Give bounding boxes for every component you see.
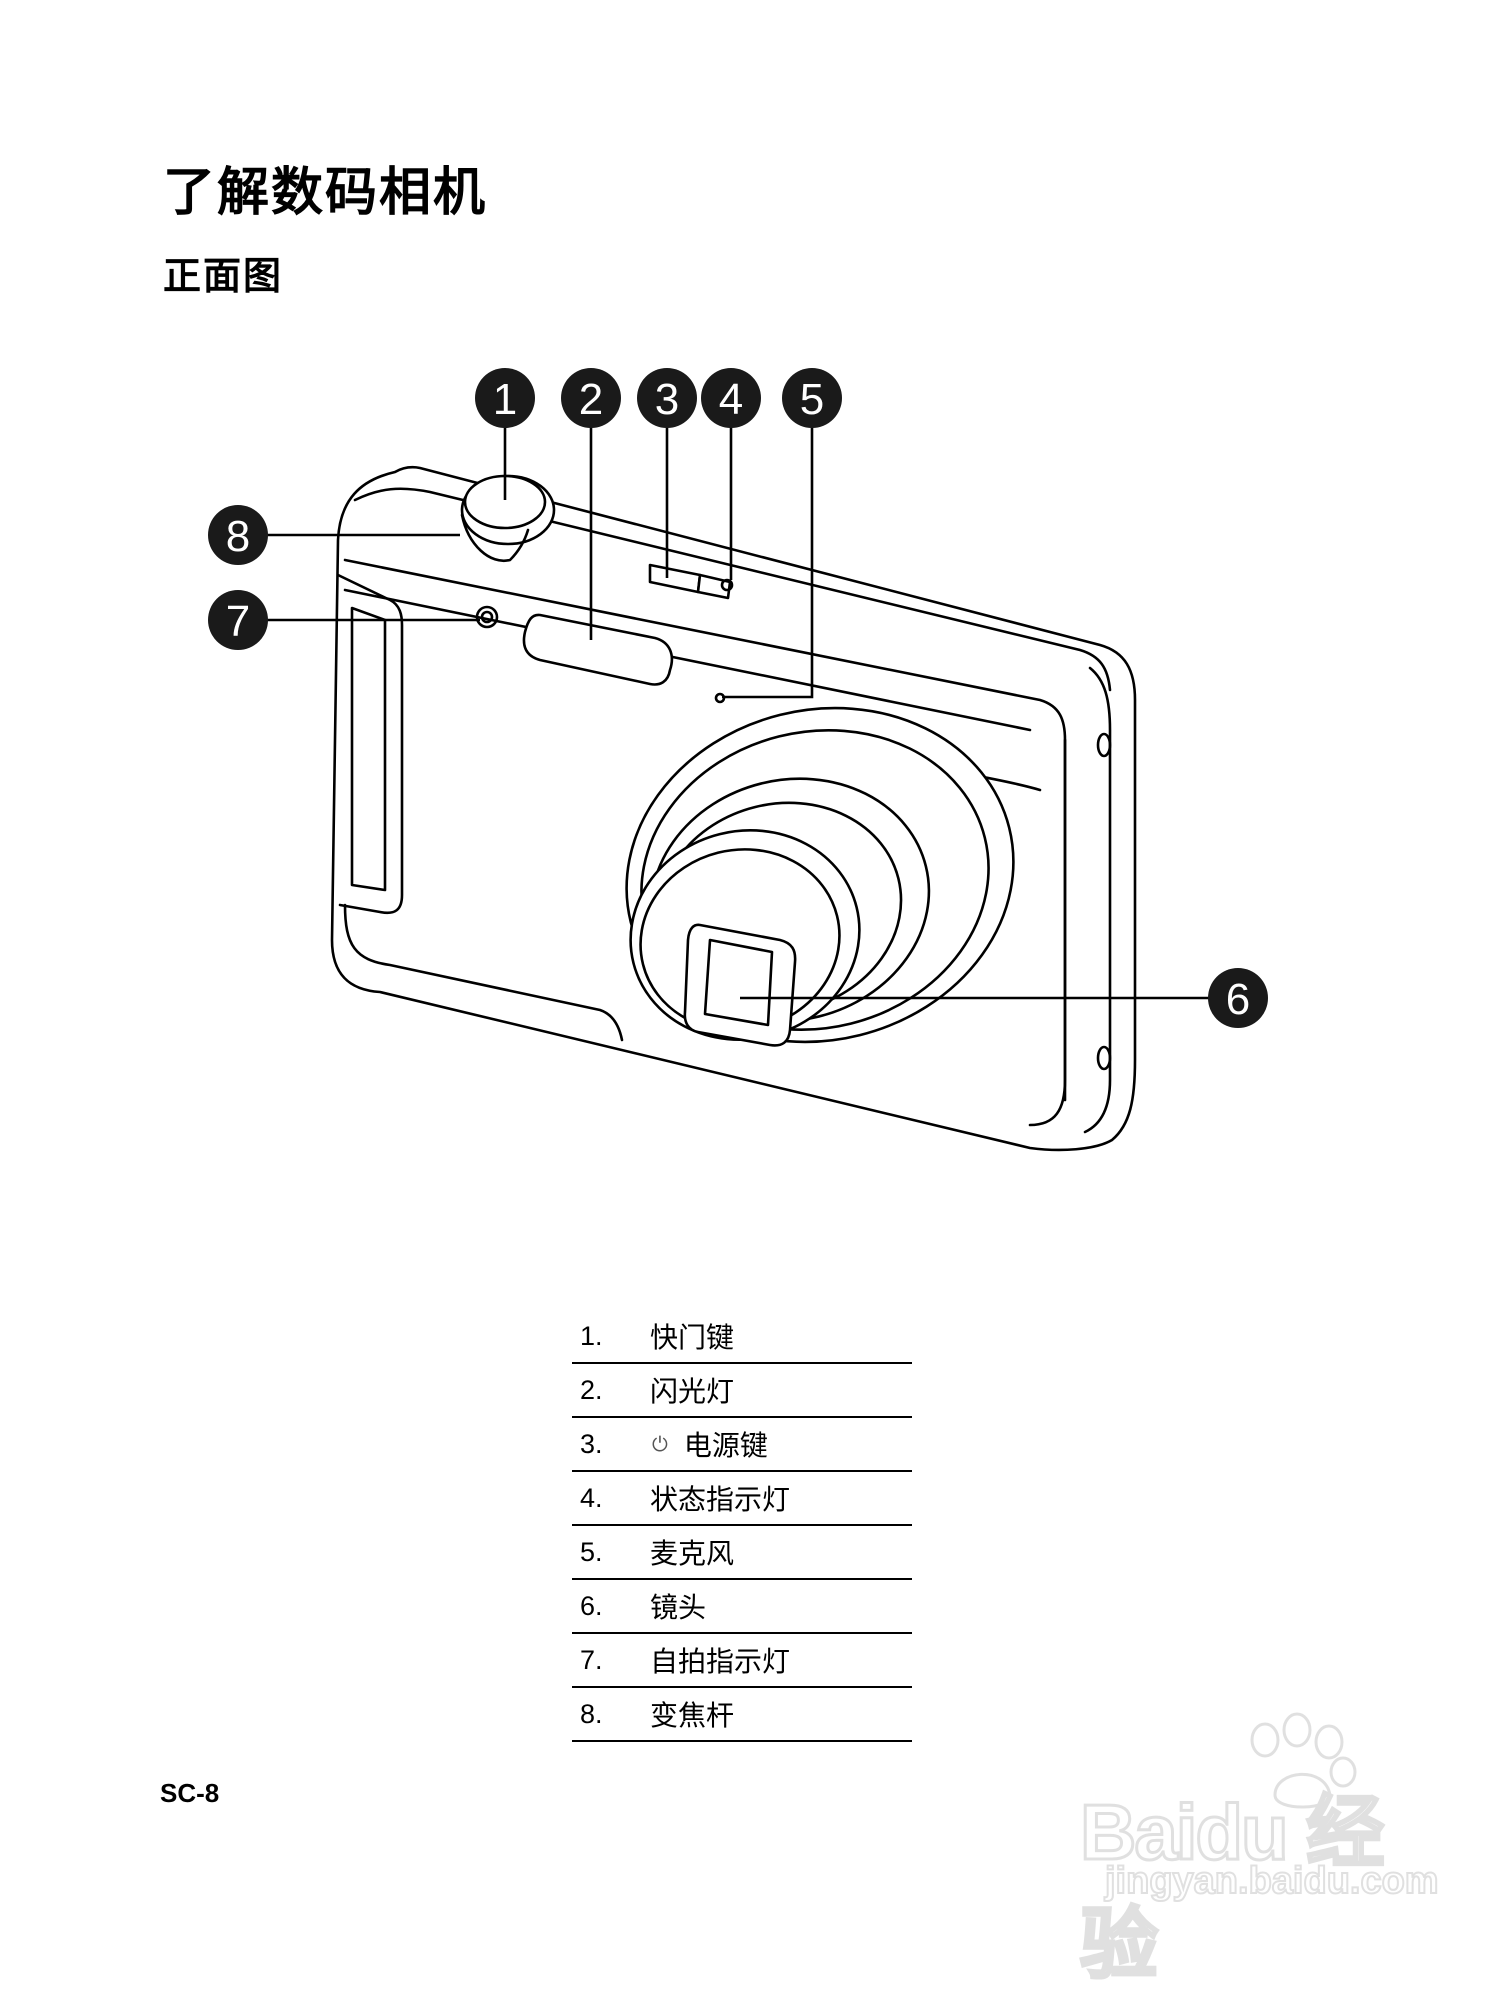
item-label: 镜头 (650, 1591, 707, 1624)
item-number: 1. (580, 1320, 603, 1351)
item-number: 7. (580, 1644, 603, 1675)
svg-text:6: 6 (1226, 975, 1250, 1024)
list-item: 8. 变焦杆 (572, 1688, 912, 1742)
item-label: 自拍指示灯 (650, 1645, 791, 1678)
list-item: 1. 快门键 (572, 1310, 912, 1364)
callout-6: 6 (1208, 968, 1268, 1028)
item-number: 4. (580, 1482, 603, 1513)
list-item: 3. ⏻ 电源键 (572, 1418, 912, 1472)
item-number: 6. (580, 1590, 603, 1621)
parts-list: 1. 快门键 2. 闪光灯 3. ⏻ 电源键 4. 状态指示灯 5. 麦克风 6… (572, 1310, 912, 1742)
item-number: 5. (580, 1536, 603, 1567)
callout-5: 5 (782, 368, 842, 428)
baidu-watermark: Baidu 经验 jingyan.baidu.com (1075, 1700, 1455, 1990)
section-subtitle: 正面图 (163, 254, 284, 298)
callout-3: 3 (637, 368, 697, 428)
item-number: 3. (580, 1428, 603, 1459)
item-number: 2. (580, 1374, 603, 1405)
list-item: 7. 自拍指示灯 (572, 1634, 912, 1688)
item-number: 8. (580, 1698, 603, 1729)
item-label: 状态指示灯 (650, 1483, 791, 1516)
camera-body (330, 465, 1137, 1152)
item-label: 闪光灯 (650, 1375, 735, 1408)
list-item: 2. 闪光灯 (572, 1364, 912, 1418)
callout-1: 1 (475, 368, 535, 428)
page-title: 了解数码相机 (163, 163, 488, 223)
svg-text:5: 5 (800, 375, 824, 424)
list-item: 5. 麦克风 (572, 1526, 912, 1580)
svg-text:3: 3 (655, 375, 679, 424)
callout-4: 4 (701, 368, 761, 428)
callout-7: 7 (208, 590, 268, 650)
svg-text:1: 1 (493, 375, 517, 424)
svg-text:8: 8 (226, 512, 250, 561)
svg-text:4: 4 (719, 375, 743, 424)
callout-2: 2 (561, 368, 621, 428)
item-label: 麦克风 (650, 1537, 735, 1570)
page-number: SC-8 (160, 1778, 220, 1808)
item-label: 变焦杆 (650, 1699, 735, 1732)
watermark-url: jingyan.baidu.com (1104, 1859, 1440, 1903)
power-icon: ⏻ (652, 1432, 668, 1456)
callout-leaders (265, 420, 1210, 1000)
item-label: 快门键 (650, 1321, 735, 1354)
list-item: 6. 镜头 (572, 1580, 912, 1634)
svg-text:2: 2 (579, 375, 603, 424)
list-item: 4. 状态指示灯 (572, 1472, 912, 1526)
callout-markers: 1 2 3 4 5 6 7 8 (208, 368, 1268, 1028)
callout-8: 8 (208, 505, 268, 565)
item-label: 电源键 (683, 1429, 768, 1462)
svg-text:7: 7 (226, 597, 250, 646)
camera-front-diagram: 1 2 3 4 5 6 7 8 (208, 368, 1268, 1152)
paw-icon (1250, 1712, 1357, 1809)
